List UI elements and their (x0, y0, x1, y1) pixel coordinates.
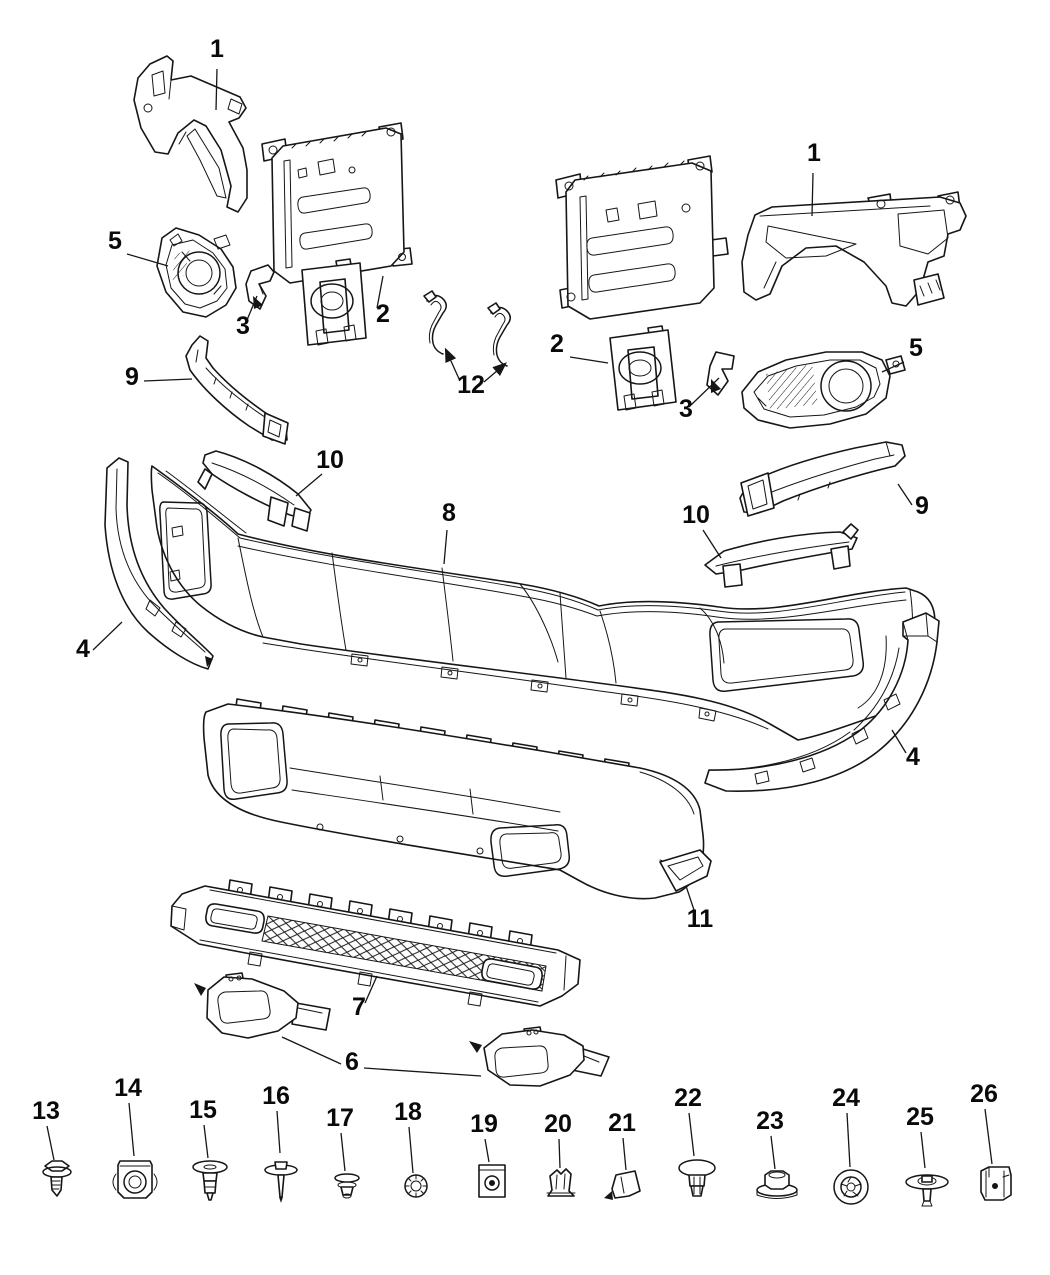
part-6-fog-lamp-bezel-insert-left (194, 972, 331, 1039)
callout-17[interactable]: 17 (326, 1104, 354, 1132)
fastener-26-u-clip (980, 1166, 1012, 1201)
callout-14[interactable]: 14 (114, 1074, 142, 1102)
fastener-17-push-clip (334, 1173, 360, 1199)
part-2-lamp-bracket-right (609, 325, 677, 411)
fastener-14-u-nut (112, 1160, 158, 1199)
callout-15[interactable]: 15 (189, 1096, 217, 1124)
part-10-applique-left (197, 450, 312, 532)
fastener-24-spring-nut (833, 1169, 869, 1205)
callout-13[interactable]: 13 (32, 1097, 60, 1125)
leader-lines (46, 68, 993, 1174)
callout-11[interactable]: 11 (687, 905, 714, 933)
fastener-16-pin (264, 1161, 298, 1203)
callout-3-right[interactable]: 3 (679, 395, 693, 423)
callout-2-right[interactable]: 2 (550, 330, 564, 358)
part-1-support-bracket-left (133, 55, 248, 213)
fastener-19-plate-nut (478, 1164, 506, 1198)
part-4-corner-molding-left (104, 457, 214, 670)
callout-18[interactable]: 18 (394, 1098, 422, 1126)
callout-5-right[interactable]: 5 (909, 334, 923, 362)
callout-20[interactable]: 20 (544, 1110, 572, 1138)
callout-1-left[interactable]: 1 (210, 35, 224, 63)
part-2-mount-plate-right (555, 155, 729, 320)
callout-9-left[interactable]: 9 (125, 363, 139, 391)
part-12-retainer-straps (423, 290, 511, 367)
callout-23[interactable]: 23 (756, 1107, 784, 1135)
callout-22[interactable]: 22 (674, 1084, 702, 1112)
part-2-mount-plate-left (261, 122, 413, 284)
part-9-upper-trim-rail-right (739, 441, 906, 517)
fastener-25-push-pin (905, 1174, 949, 1207)
fastener-20-clip (546, 1168, 576, 1197)
part-10-applique-right (704, 523, 859, 588)
callout-8[interactable]: 8 (442, 499, 456, 527)
part-4-corner-molding-right (704, 612, 940, 792)
part-7-lower-grille (170, 879, 581, 1007)
callout-26[interactable]: 26 (970, 1080, 998, 1108)
part-6-fog-lamp-bezel-insert-right (469, 1026, 610, 1087)
callout-24[interactable]: 24 (832, 1084, 860, 1112)
fastener-22-mushroom-rivet (678, 1159, 716, 1197)
callout-1-right[interactable]: 1 (807, 139, 821, 167)
part-3-clip-bracket-left (245, 264, 275, 310)
part-5-fog-lamp-bezel-right (741, 351, 906, 429)
fastener-23-flange-nut (756, 1170, 798, 1199)
callout-3-left[interactable]: 3 (236, 312, 250, 340)
callout-19[interactable]: 19 (470, 1110, 498, 1138)
callout-4-right[interactable]: 4 (906, 743, 920, 771)
callout-5-left[interactable]: 5 (108, 227, 122, 255)
callout-6[interactable]: 6 (345, 1048, 359, 1076)
callout-16[interactable]: 16 (262, 1082, 290, 1110)
part-2-lamp-bracket-left (301, 258, 367, 346)
callout-21[interactable]: 21 (608, 1109, 636, 1137)
callout-9-right[interactable]: 9 (915, 492, 929, 520)
callout-labels: 1 1 5 3 2 12 2 3 5 9 9 10 10 8 4 4 11 7 … (32, 35, 998, 1138)
callout-4-left[interactable]: 4 (76, 635, 90, 663)
callout-12[interactable]: 12 (457, 371, 485, 399)
callout-10-left[interactable]: 10 (316, 446, 344, 474)
callout-7[interactable]: 7 (352, 993, 366, 1021)
fastener-18-knurled-nut (404, 1174, 428, 1198)
callout-25[interactable]: 25 (906, 1103, 934, 1131)
part-1-support-bracket-right (741, 191, 967, 307)
part-11-lower-valance (202, 698, 712, 900)
part-3-clip-bracket-right (706, 351, 735, 396)
part-9-upper-trim-rail-left (185, 335, 289, 445)
callout-2-left[interactable]: 2 (376, 300, 390, 328)
fastener-15-push-rivet (192, 1160, 228, 1201)
fastener-13-bolt (42, 1160, 72, 1197)
callout-10-right[interactable]: 10 (682, 501, 710, 529)
part-8-front-bumper-fascia (150, 465, 936, 741)
fastener-21-clip (604, 1170, 641, 1200)
part-5-fog-lamp-bezel-left (156, 227, 237, 318)
